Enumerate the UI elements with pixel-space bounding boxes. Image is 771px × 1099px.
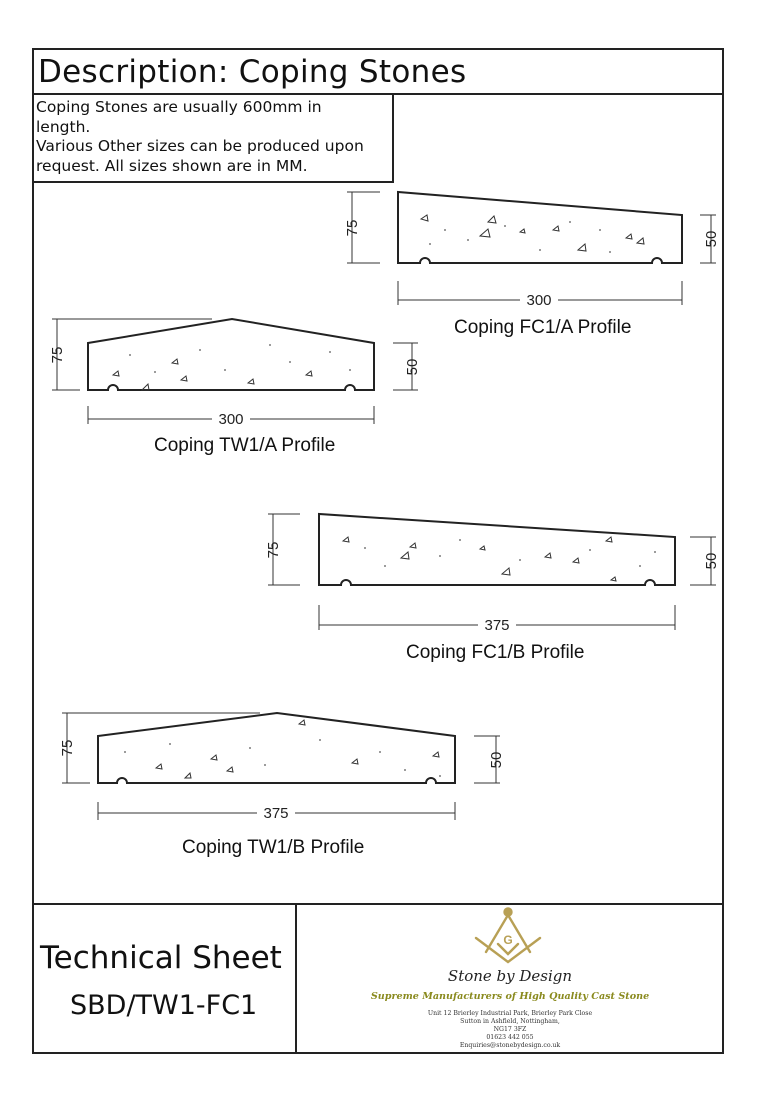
- address-line: 01623 442 055: [486, 1034, 534, 1041]
- fc1b-caption: Coping FC1/B Profile: [406, 642, 585, 663]
- tw1a-height-right-label: 50: [404, 359, 421, 376]
- fc1b-width-label: 375: [484, 617, 509, 634]
- tw1a-width-label: 300: [218, 411, 243, 428]
- compass-square-logo-icon: G: [474, 907, 542, 964]
- profile-tw1b-drawing: [97, 711, 456, 784]
- fc1b-height-left-label: 75: [265, 542, 282, 559]
- tw1a-height-left-label: 75: [49, 347, 66, 364]
- profile-tw1a-drawing: [87, 317, 375, 391]
- tw1a-caption: Coping TW1/A Profile: [154, 435, 336, 456]
- brand-name: Stone by Design: [447, 967, 573, 985]
- sheet-code: SBD/TW1-FC1: [70, 990, 258, 1021]
- tw1b-height-left-label: 75: [59, 740, 76, 757]
- note-line: Coping Stones are usually 600mm in: [36, 98, 322, 116]
- fc1a-width-label: 300: [526, 292, 551, 309]
- page-title: Description: Coping Stones: [38, 54, 467, 90]
- address-line: Unit 12 Brierley Industrial Park, Brierl…: [427, 1010, 593, 1017]
- profile-fc1a-drawing: [397, 190, 683, 264]
- note-box: [32, 93, 394, 183]
- note-line: Various Other sizes can be produced upon: [36, 137, 364, 155]
- footer-divider: [295, 903, 297, 1054]
- tw1b-width-label: 375: [263, 805, 288, 822]
- fc1b-height-right-label: 50: [703, 553, 720, 570]
- tw1b-height-right-label: 50: [488, 752, 505, 769]
- description-note: Coping Stones are usually 600mm in lengt…: [36, 98, 391, 176]
- profile-fc1b-drawing: [318, 512, 676, 586]
- sheet-title: Technical Sheet: [40, 940, 282, 976]
- tw1b-caption: Coping TW1/B Profile: [182, 837, 365, 858]
- contact-email: Enquiries@stonebydesign.co.uk: [459, 1042, 561, 1049]
- footer-box: [32, 903, 724, 1054]
- fc1a-height-right-label: 50: [703, 231, 720, 248]
- address-line: NG17 3FZ: [493, 1026, 527, 1033]
- address-line: Sutton in Ashfield, Nottingham,: [460, 1018, 560, 1025]
- note-line: length.: [36, 117, 91, 136]
- note-line: request. All sizes shown are in MM.: [36, 156, 308, 175]
- fc1a-caption: Coping FC1/A Profile: [454, 317, 632, 338]
- fc1a-height-left-label: 75: [344, 220, 361, 237]
- brand-tagline: Supreme Manufacturers of High Quality Ca…: [370, 991, 650, 1002]
- svg-text:G: G: [503, 933, 512, 947]
